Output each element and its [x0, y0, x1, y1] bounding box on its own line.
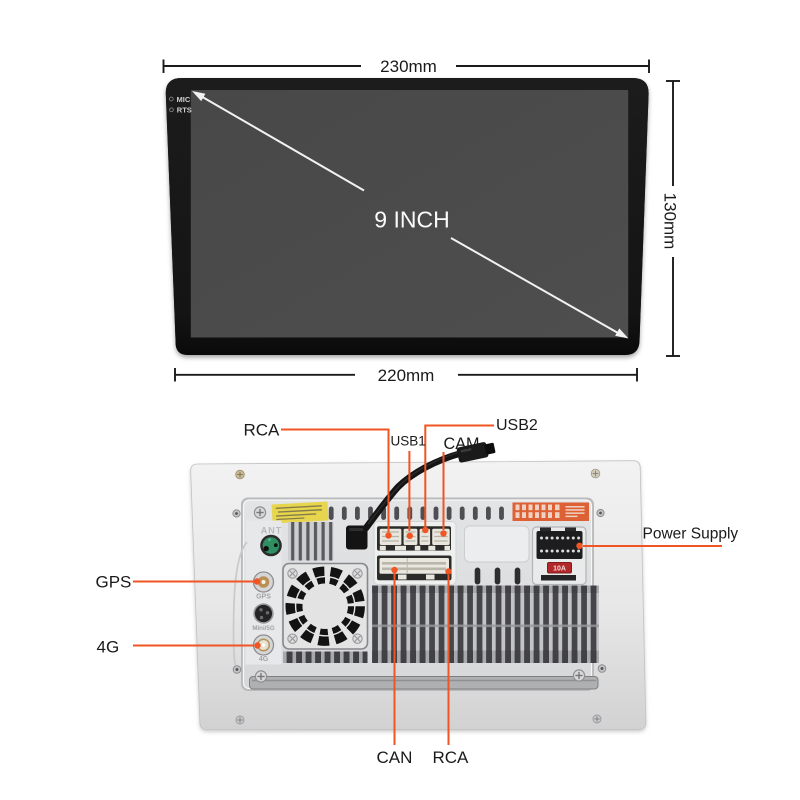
svg-text:USB1: USB1	[391, 434, 426, 449]
svg-text:USB2: USB2	[496, 417, 538, 434]
svg-text:RCA: RCA	[433, 748, 470, 767]
svg-text:130mm: 130mm	[661, 193, 680, 250]
svg-text:RTS: RTS	[177, 105, 192, 114]
svg-text:CAM: CAM	[444, 435, 480, 453]
svg-text:MIC: MIC	[177, 95, 191, 104]
svg-text:Power Supply: Power Supply	[643, 526, 739, 543]
svg-text:4G: 4G	[97, 638, 120, 657]
svg-text:4G: 4G	[259, 656, 269, 663]
svg-text:10A: 10A	[553, 566, 566, 573]
svg-text:Mini/5G: Mini/5G	[252, 625, 275, 632]
svg-text:230mm: 230mm	[380, 57, 437, 76]
svg-text:GPS: GPS	[256, 594, 271, 601]
svg-text:GPS: GPS	[96, 573, 132, 592]
svg-text:RCA: RCA	[244, 421, 281, 440]
svg-text:9 INCH: 9 INCH	[374, 207, 449, 233]
svg-text:CAN: CAN	[377, 748, 413, 767]
svg-text:ANT: ANT	[261, 526, 283, 536]
svg-text:220mm: 220mm	[378, 366, 435, 385]
